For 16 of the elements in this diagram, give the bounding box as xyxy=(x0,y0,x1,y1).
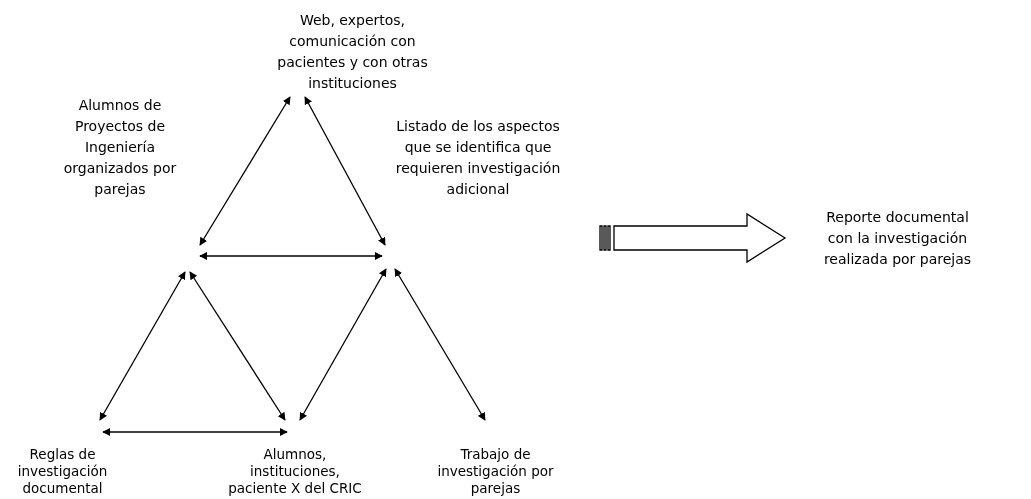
node-text: Reporte documental con la investigación realizada por parejas xyxy=(815,207,980,271)
double-arrow xyxy=(189,271,286,421)
double-arrow xyxy=(199,96,291,246)
block-arrow xyxy=(599,212,787,264)
node-text: Trabajo de investigación por parejas xyxy=(428,446,563,498)
double-arrow xyxy=(99,271,186,421)
double-arrow xyxy=(394,268,486,421)
double-arrow xyxy=(304,96,386,246)
node-text: Alumnos de Proyectos de Ingeniería organizados por parejas xyxy=(55,95,185,201)
node-text: Alumnos, instituciones, paciente X del CRIC xyxy=(220,446,370,498)
double-arrow xyxy=(102,428,288,436)
node-text: Listado de los aspectos que se identifica que requieren investigación adicional xyxy=(384,116,572,204)
double-arrow xyxy=(299,268,387,421)
node-text: Web, expertos, comunicación con pacientes y con otras instituciones xyxy=(265,10,440,96)
node-text: Reglas de investigación documental xyxy=(0,446,125,498)
double-arrow xyxy=(199,252,383,260)
